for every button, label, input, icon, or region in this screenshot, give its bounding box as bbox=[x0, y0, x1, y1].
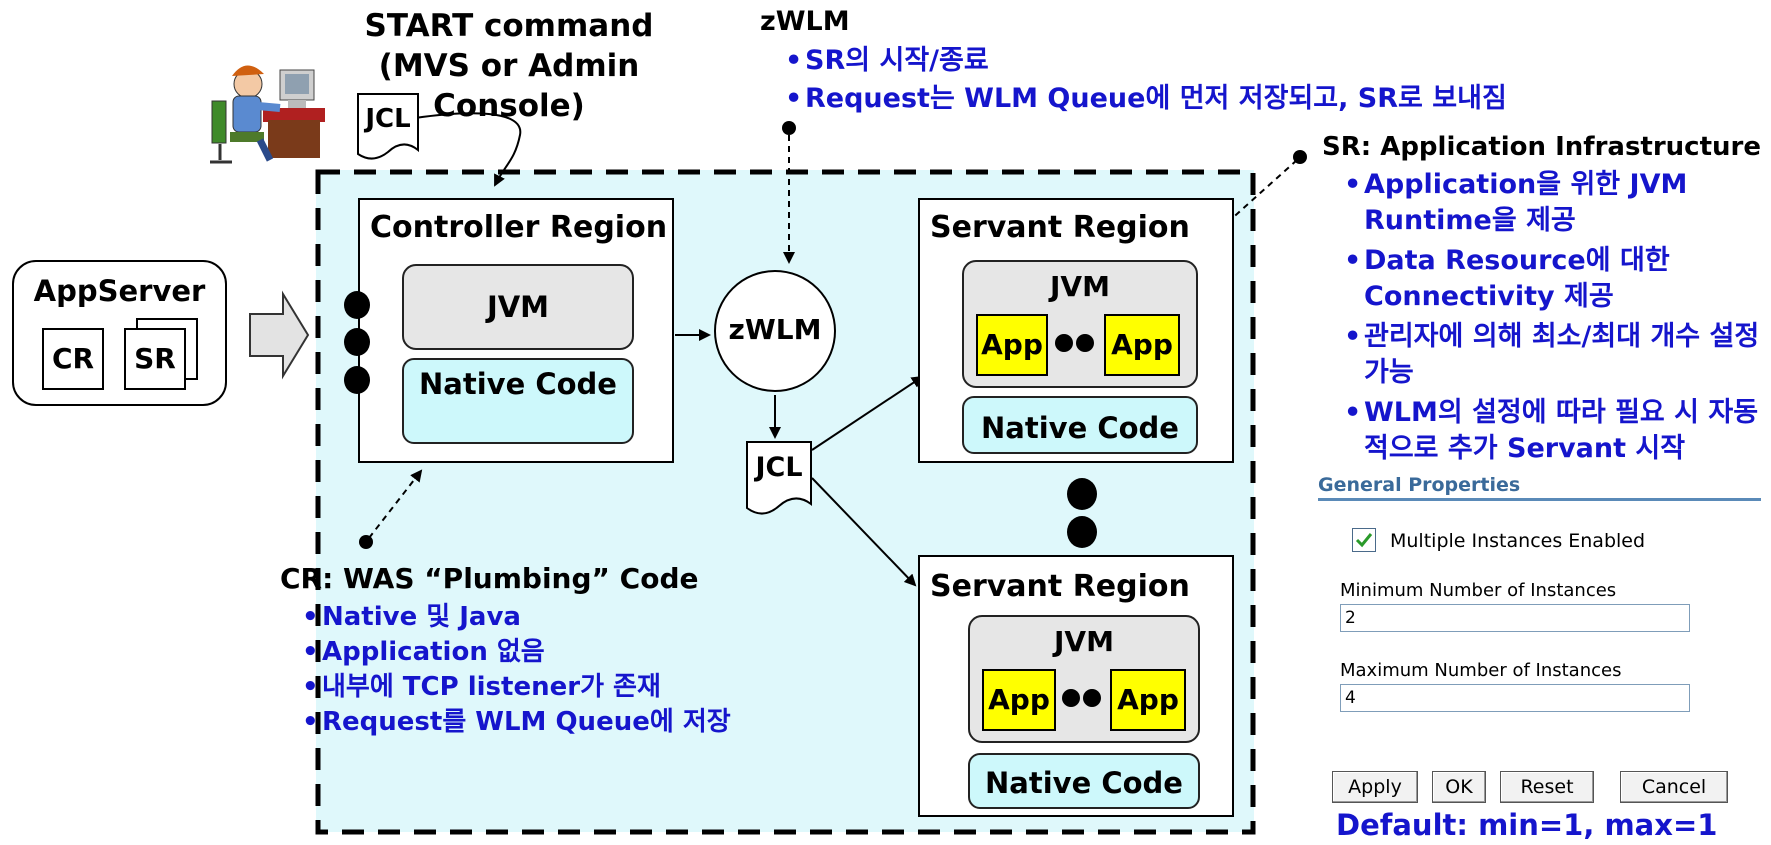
max-instances-label: Maximum Number of Instances bbox=[1340, 660, 1622, 681]
default-note: Default: min=1, max=1 bbox=[1336, 808, 1718, 842]
servant-region-1: Servant Region JVM App App Native Code bbox=[918, 198, 1234, 463]
app-box: App bbox=[1110, 669, 1186, 731]
start-command-line2: (MVS or Admin Console) bbox=[378, 48, 640, 124]
jcl-mid-label: JCL bbox=[755, 452, 803, 483]
zwlm-info-list: SR의 시작/종료 Request는 WLM Queue에 먼저 저장되고, S… bbox=[783, 42, 1543, 118]
sr-info-bullet: WLM의 설정에 따라 필요 시 자동적으로 추가 Servant 시작 bbox=[1342, 395, 1771, 467]
general-properties-panel: General Properties bbox=[1318, 474, 1761, 501]
cancel-button[interactable]: Cancel bbox=[1620, 771, 1728, 803]
servant-jvm: JVM App App bbox=[968, 615, 1200, 743]
separator-dot bbox=[1083, 689, 1101, 707]
app-box: App bbox=[976, 314, 1048, 376]
appserver-sr-box: SR bbox=[124, 328, 186, 390]
min-instances-input[interactable]: 2 bbox=[1340, 604, 1690, 632]
app-box: App bbox=[1104, 314, 1180, 376]
reset-button[interactable]: Reset bbox=[1500, 771, 1594, 803]
general-properties-title: General Properties bbox=[1318, 474, 1761, 501]
controller-region: Controller Region JVM Native Code bbox=[358, 198, 674, 463]
server-boundary bbox=[315, 169, 1256, 835]
zwlm-info-title: zWLM bbox=[760, 6, 850, 37]
zwlm-circle: zWLM bbox=[714, 270, 836, 392]
more-servants-dot bbox=[1067, 478, 1097, 510]
start-command-label: START command (MVS or Admin Console) bbox=[324, 6, 694, 126]
jcl-top-label: JCL bbox=[365, 104, 411, 134]
cr-pointer-dot bbox=[359, 535, 373, 549]
sr-info-bullet: Application을 위한 JVM Runtime을 제공 bbox=[1342, 167, 1771, 239]
sr-info-title: SR: Application Infrastructure bbox=[1322, 132, 1761, 162]
servant-jvm-label: JVM bbox=[1050, 270, 1110, 303]
listener-dot bbox=[344, 366, 370, 394]
appserver-title: AppServer bbox=[33, 274, 206, 308]
controller-native-code: Native Code bbox=[402, 358, 634, 444]
controller-region-title: Controller Region bbox=[370, 210, 668, 245]
cr-info-title: CR: WAS “Plumbing” Code bbox=[280, 562, 699, 595]
cr-info-bullet: 내부에 TCP listener가 존재 bbox=[300, 670, 860, 705]
cr-info-bullet: Application 없음 bbox=[300, 635, 860, 670]
servant-native-code: Native Code bbox=[962, 396, 1198, 454]
multiple-instances-label: Multiple Instances Enabled bbox=[1390, 530, 1646, 552]
apply-button[interactable]: Apply bbox=[1332, 771, 1418, 803]
multiple-instances-checkbox[interactable] bbox=[1352, 528, 1376, 552]
checkmark-icon bbox=[1355, 533, 1373, 548]
max-instances-input[interactable]: 4 bbox=[1340, 684, 1690, 712]
separator-dot bbox=[1055, 334, 1073, 352]
servant-region-title: Servant Region bbox=[930, 210, 1190, 245]
servant-region-2: Servant Region JVM App App Native Code bbox=[918, 555, 1234, 817]
listener-dot bbox=[344, 328, 370, 356]
ok-button[interactable]: OK bbox=[1432, 771, 1486, 803]
min-instances-label: Minimum Number of Instances bbox=[1340, 580, 1617, 601]
cr-info-bullet: Native 및 Java bbox=[300, 600, 860, 635]
servant-region-title: Servant Region bbox=[930, 569, 1190, 604]
jcl-document-icon bbox=[746, 441, 812, 515]
controller-jvm: JVM bbox=[402, 264, 634, 350]
separator-dot bbox=[1062, 689, 1080, 707]
appserver-box: AppServer CR SR bbox=[12, 260, 227, 406]
zwlm-pointer-dot bbox=[782, 121, 796, 135]
sr-info-bullet: 관리자에 의해 최소/최대 개수 설정 가능 bbox=[1342, 319, 1771, 391]
start-command-line1: START command bbox=[364, 8, 654, 44]
zwlm-info-bullet: SR의 시작/종료 bbox=[783, 42, 1543, 80]
separator-dot bbox=[1076, 334, 1094, 352]
cr-info-list: Native 및 Java Application 없음 내부에 TCP lis… bbox=[300, 600, 860, 740]
sr-info-bullet: Data Resource에 대한 Connectivity 제공 bbox=[1342, 243, 1771, 315]
servant-native-code: Native Code bbox=[968, 753, 1200, 809]
more-servants-dot bbox=[1067, 516, 1097, 548]
sr-info-list: Application을 위한 JVM Runtime을 제공 Data Res… bbox=[1342, 167, 1771, 467]
cr-info-bullet: Request를 WLM Queue에 저장 bbox=[300, 705, 860, 740]
block-arrow bbox=[249, 290, 310, 380]
appserver-cr-box: CR bbox=[42, 328, 104, 390]
servant-jvm: JVM App App bbox=[962, 260, 1198, 388]
servant-jvm-label: JVM bbox=[1054, 625, 1114, 658]
listener-dot bbox=[344, 291, 370, 319]
zwlm-info-bullet: Request는 WLM Queue에 먼저 저장되고, SR로 보내짐 bbox=[783, 80, 1543, 118]
operator-at-computer-icon bbox=[210, 65, 325, 164]
jcl-document-icon bbox=[357, 93, 419, 160]
app-box: App bbox=[982, 669, 1056, 731]
